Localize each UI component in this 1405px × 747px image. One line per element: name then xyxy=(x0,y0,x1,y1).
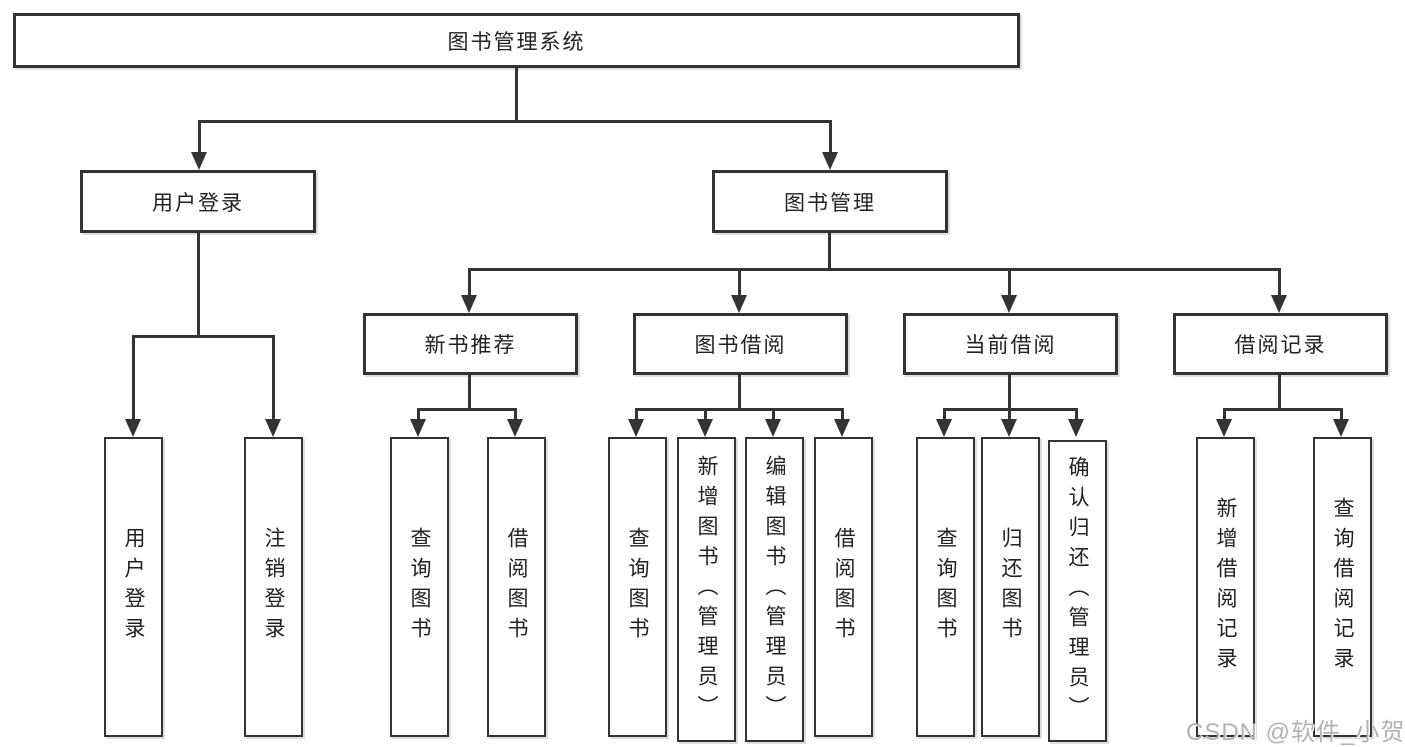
connector-line xyxy=(1008,408,1011,420)
connector-line xyxy=(841,408,844,420)
leaf-label: 新增图书（管理员） xyxy=(695,454,718,725)
leaf-logout-label: 注销登录 xyxy=(262,527,285,647)
connector-line xyxy=(943,408,946,420)
leaf-nbr-query-books: 查询图书 xyxy=(390,437,449,737)
leaf-bb-add-books-admin: 新增图书（管理员） xyxy=(677,437,736,742)
connector-line xyxy=(468,375,471,408)
arrow-down-icon xyxy=(822,152,838,170)
connector-line xyxy=(468,268,471,296)
connector-line xyxy=(132,335,135,420)
leaf-label: 借阅图书 xyxy=(832,527,855,647)
leaf-user-login-label: 用户登录 xyxy=(122,527,145,647)
leaf-cb-query-books: 查询图书 xyxy=(916,437,975,737)
connector-line xyxy=(132,335,275,338)
leaf-bb-edit-books-admin: 编辑图书（管理员） xyxy=(745,437,804,742)
leaf-cb-return-books: 归还图书 xyxy=(981,437,1040,737)
arrow-down-icon xyxy=(1001,419,1017,437)
connector-line xyxy=(1340,408,1343,420)
connector-line xyxy=(944,408,1078,411)
connector-line xyxy=(198,120,201,153)
arrow-down-icon xyxy=(410,419,426,437)
leaf-label: 查询图书 xyxy=(408,527,431,647)
node-root-label: 图书管理系统 xyxy=(447,30,586,54)
node-user-login: 用户登录 xyxy=(80,170,316,233)
arrow-down-icon xyxy=(1333,419,1349,437)
arrow-down-icon xyxy=(765,419,781,437)
connector-line xyxy=(417,408,420,420)
connector-line xyxy=(1008,268,1011,296)
leaf-label: 确认归还（管理员） xyxy=(1066,456,1089,726)
connector-line xyxy=(1008,375,1011,408)
arrow-down-icon xyxy=(1001,295,1017,313)
arrow-down-icon xyxy=(936,419,952,437)
connector-line xyxy=(772,408,775,420)
node-book-borrow: 图书借阅 xyxy=(633,313,848,375)
leaf-label: 借阅图书 xyxy=(505,527,528,647)
connector-line xyxy=(418,408,517,411)
node-current-borrow-label: 当前借阅 xyxy=(964,334,1057,357)
node-new-book-recommend: 新书推荐 xyxy=(363,313,578,375)
connector-line xyxy=(1075,408,1078,420)
connector-line xyxy=(1278,375,1281,408)
connector-line xyxy=(738,268,741,296)
arrow-down-icon xyxy=(1216,419,1232,437)
connector-line xyxy=(636,408,844,411)
arrow-down-icon xyxy=(265,419,281,437)
leaf-label: 查询图书 xyxy=(626,527,649,647)
arrow-down-icon xyxy=(191,152,207,170)
connector-line xyxy=(469,268,1281,271)
node-new-book-recommend-label: 新书推荐 xyxy=(424,334,517,357)
leaf-label: 编辑图书（管理员） xyxy=(763,454,786,725)
connector-line xyxy=(704,408,707,420)
leaf-bb-borrow-books: 借阅图书 xyxy=(814,437,873,737)
connector-line xyxy=(514,408,517,420)
node-root: 图书管理系统 xyxy=(13,13,1020,68)
arrow-down-icon xyxy=(125,419,141,437)
node-current-borrow: 当前借阅 xyxy=(903,313,1118,375)
leaf-br-query-borrow-record: 查询借阅记录 xyxy=(1313,437,1372,737)
leaf-bb-query-books: 查询图书 xyxy=(608,437,667,737)
leaf-nbr-borrow-books: 借阅图书 xyxy=(487,437,546,737)
leaf-cb-confirm-return-admin: 确认归还（管理员） xyxy=(1048,440,1107,742)
connector-line xyxy=(515,68,518,120)
csdn-watermark: CSDN @软件_小贺同学 xyxy=(1186,719,1405,746)
connector-line xyxy=(272,335,275,420)
arrow-down-icon xyxy=(697,419,713,437)
connector-line xyxy=(1224,408,1343,411)
arrow-down-icon xyxy=(1068,419,1084,437)
arrow-down-icon xyxy=(1271,295,1287,313)
arrow-down-icon xyxy=(731,295,747,313)
node-book-management: 图书管理 xyxy=(712,170,948,233)
connector-line xyxy=(738,375,741,408)
leaf-logout: 注销登录 xyxy=(244,437,303,737)
arrow-down-icon xyxy=(461,295,477,313)
arrow-down-icon xyxy=(507,419,523,437)
node-book-borrow-label: 图书借阅 xyxy=(694,334,787,357)
connector-line xyxy=(1223,408,1226,420)
node-user-login-label: 用户登录 xyxy=(152,191,244,215)
connector-line xyxy=(1278,268,1281,296)
leaf-br-add-borrow-record: 新增借阅记录 xyxy=(1196,437,1255,737)
leaf-label: 新增借阅记录 xyxy=(1214,497,1237,677)
connector-line xyxy=(198,120,832,123)
connector-line xyxy=(829,120,832,153)
leaf-label: 查询图书 xyxy=(934,527,957,647)
arrow-down-icon xyxy=(628,419,644,437)
connector-line xyxy=(828,233,831,268)
leaf-user-login: 用户登录 xyxy=(104,437,163,737)
connector-line xyxy=(197,233,200,335)
node-borrow-records: 借阅记录 xyxy=(1173,313,1388,375)
node-book-management-label: 图书管理 xyxy=(784,191,876,215)
node-borrow-records-label: 借阅记录 xyxy=(1234,334,1327,357)
connector-line xyxy=(635,408,638,420)
leaf-label: 归还图书 xyxy=(999,527,1022,647)
leaf-label: 查询借阅记录 xyxy=(1331,497,1354,677)
arrow-down-icon xyxy=(834,419,850,437)
